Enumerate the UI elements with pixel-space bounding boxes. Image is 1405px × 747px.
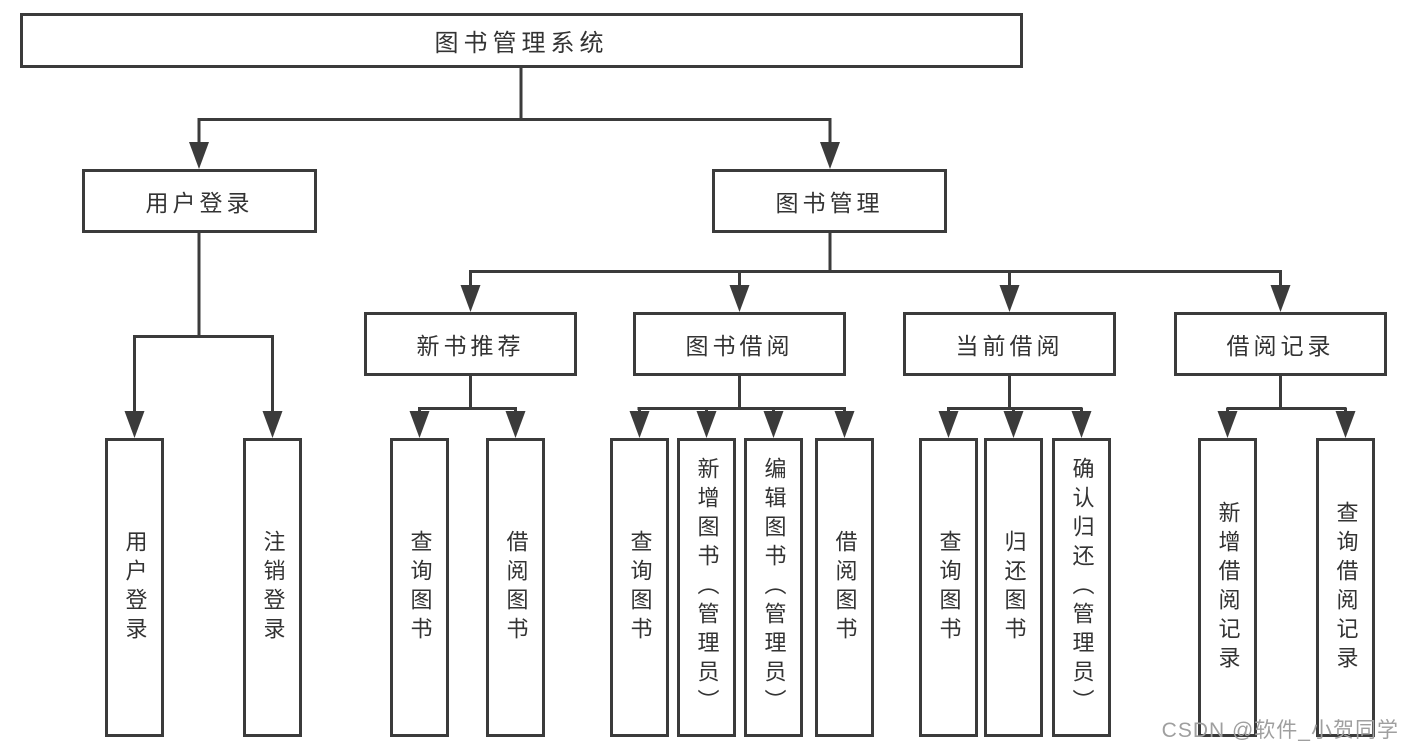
node-label: 编辑图书（管理员） (761, 457, 787, 718)
node-label: 图书管理系统 (434, 30, 609, 57)
leaf-return-books: 归还图书 (984, 438, 1043, 737)
node-label: 用户登录 (145, 190, 254, 216)
leaf-borrow-books-1: 借阅图书 (486, 438, 545, 737)
node-label: 查询图书 (407, 529, 433, 646)
leaf-add-borrow-record: 新增借阅记录 (1198, 438, 1257, 737)
node-current-borrowing: 当前借阅 (903, 312, 1116, 376)
node-new-book-recommend: 新书推荐 (364, 312, 577, 376)
node-label: 新书推荐 (416, 333, 525, 359)
leaf-query-books-1: 查询图书 (390, 438, 449, 737)
leaf-confirm-return-admin: 确认归还（管理员） (1052, 438, 1111, 737)
node-borrowing-records: 借阅记录 (1174, 312, 1387, 376)
leaf-query-books-3: 查询图书 (919, 438, 978, 737)
node-label: 借阅图书 (832, 529, 858, 646)
leaf-add-books-admin: 新增图书（管理员） (677, 438, 736, 737)
leaf-user-login: 用户登录 (105, 438, 164, 737)
node-library-management-system: 图书管理系统 (20, 13, 1023, 68)
node-label: 查询图书 (936, 529, 962, 646)
node-label: 当前借阅 (955, 333, 1064, 359)
node-label: 新增图书（管理员） (694, 457, 720, 718)
node-label: 归还图书 (1001, 529, 1027, 646)
node-label: 借阅记录 (1226, 333, 1335, 359)
node-book-borrowing: 图书借阅 (633, 312, 846, 376)
node-label: 图书管理 (775, 190, 884, 216)
node-label: 新增借阅记录 (1215, 500, 1241, 675)
leaf-query-borrow-record: 查询借阅记录 (1316, 438, 1375, 737)
node-label: 查询借阅记录 (1333, 500, 1359, 675)
leaf-edit-books-admin: 编辑图书（管理员） (744, 438, 803, 737)
node-user-login: 用户登录 (82, 169, 317, 233)
leaf-query-books-2: 查询图书 (610, 438, 669, 737)
csdn-watermark: CSDN @软件_小贺同学 (1161, 719, 1399, 742)
leaf-logout: 注销登录 (243, 438, 302, 737)
leaf-borrow-books-2: 借阅图书 (815, 438, 874, 737)
node-label: 查询图书 (627, 529, 653, 646)
node-label: 图书借阅 (685, 333, 794, 359)
node-label: 注销登录 (260, 529, 286, 646)
node-book-management: 图书管理 (712, 169, 947, 233)
node-label: 借阅图书 (503, 529, 529, 646)
node-label: 确认归还（管理员） (1069, 457, 1095, 718)
node-label: 用户登录 (122, 529, 148, 646)
